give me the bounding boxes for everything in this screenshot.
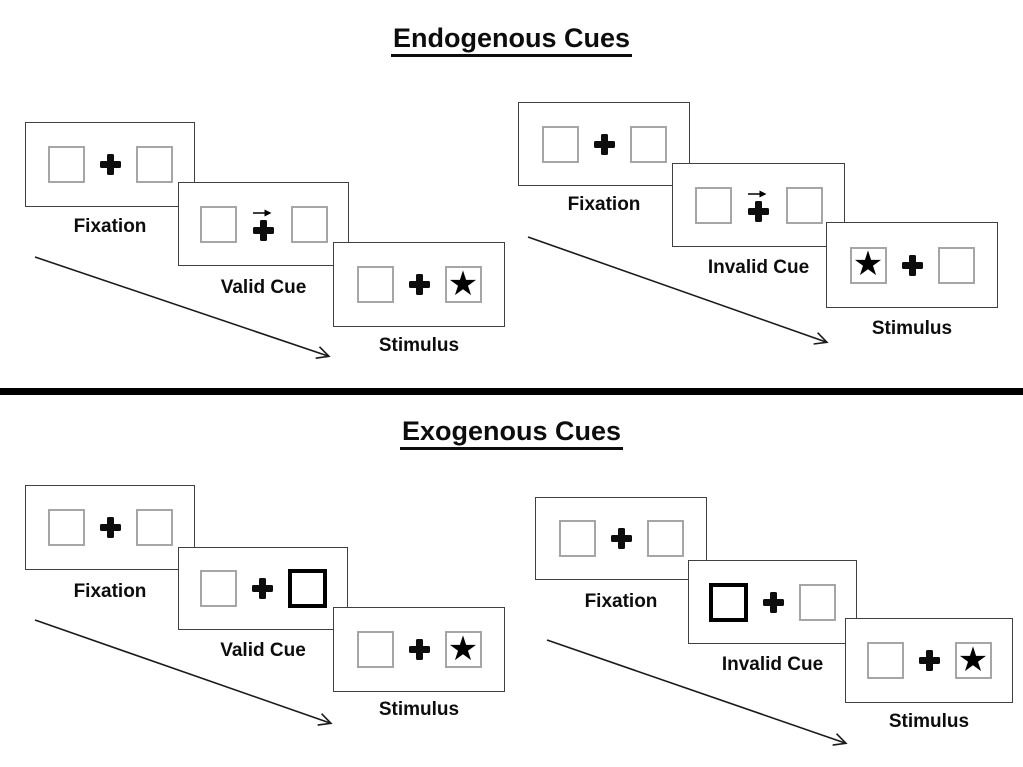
fixation-cross-icon xyxy=(99,154,121,175)
stimulus-card-label: Stimulus xyxy=(378,699,460,720)
section-divider xyxy=(0,388,1023,395)
invalid-cue-card xyxy=(688,560,857,644)
valid-cue-card xyxy=(178,182,349,266)
placeholder-box-right xyxy=(290,205,328,243)
fixation-card xyxy=(25,485,195,570)
invalid-cue-card-label: Invalid Cue xyxy=(707,257,810,278)
target-box-right: ★ xyxy=(444,628,482,669)
placeholder-box-left xyxy=(356,266,394,303)
timeline-arrow xyxy=(527,236,829,345)
fixation-point xyxy=(593,133,615,155)
timeline-arrow xyxy=(34,619,333,726)
stimulus-card-label: Stimulus xyxy=(378,335,460,356)
stimulus-card-label: Stimulus xyxy=(871,318,953,339)
invalid-cue-card xyxy=(672,163,845,247)
cue-highlight-box-left xyxy=(709,582,748,622)
placeholder-box-left xyxy=(558,520,596,557)
cue-highlight-box-right xyxy=(287,569,327,608)
central-cue xyxy=(747,189,771,222)
valid-cue-card-label: Valid Cue xyxy=(220,277,307,298)
timeline-arrow xyxy=(546,639,848,746)
fixation-cross-icon xyxy=(251,578,273,599)
valid-cue-card-label: Valid Cue xyxy=(220,640,306,661)
target-box-right: ★ xyxy=(444,263,482,304)
central-cue xyxy=(252,208,276,241)
invalid-cue-card-label: Invalid Cue xyxy=(721,654,824,675)
target-box-right: ★ xyxy=(954,639,992,680)
fixation-cross-icon xyxy=(99,517,121,538)
fixation-point xyxy=(99,517,121,538)
star-icon: ★ xyxy=(852,244,884,284)
stimulus-card-label: Stimulus xyxy=(888,711,970,732)
placeholder-box-left xyxy=(47,509,85,546)
placeholder-box-right xyxy=(629,125,667,163)
fixation-cross-icon xyxy=(593,133,615,155)
cue-arrow-right-icon xyxy=(252,209,271,216)
exogenous-title-text: Exogenous Cues xyxy=(399,416,624,450)
fixation-cross-icon xyxy=(253,219,274,241)
placeholder-box-right xyxy=(937,246,975,284)
placeholder-box-left xyxy=(47,146,85,183)
fixation-point xyxy=(408,639,430,660)
fixation-point xyxy=(610,528,632,549)
timeline-arrow xyxy=(34,256,331,359)
stimulus-card: ★ xyxy=(333,607,505,692)
fixation-cross-icon xyxy=(610,528,632,549)
valid-cue-card xyxy=(178,547,348,630)
fixation-cross-icon xyxy=(901,254,923,276)
placeholder-box-right xyxy=(785,186,823,224)
fixation-point xyxy=(763,591,784,613)
endogenous-section-title: Endogenous Cues xyxy=(0,22,1023,57)
target-box-left: ★ xyxy=(849,244,887,284)
fixation-point xyxy=(918,650,940,671)
placeholder-box-left xyxy=(199,570,237,607)
fixation-card-label: Fixation xyxy=(567,194,641,215)
placeholder-box-left xyxy=(541,125,579,163)
placeholder-box-right xyxy=(799,583,836,621)
fixation-cross-icon xyxy=(408,639,430,660)
placeholder-box-left xyxy=(356,631,394,668)
fixation-card-label: Fixation xyxy=(584,591,658,612)
exogenous-section-title: Exogenous Cues xyxy=(0,415,1023,450)
placeholder-box-left xyxy=(199,205,237,243)
fixation-cross-icon xyxy=(748,200,769,222)
fixation-card-label: Fixation xyxy=(73,216,147,237)
placeholder-box-left xyxy=(694,186,732,224)
fixation-card xyxy=(518,102,690,186)
placeholder-box-left xyxy=(866,642,904,679)
fixation-point xyxy=(99,154,121,175)
cue-arrow-right-icon xyxy=(747,190,766,197)
placeholder-box-right xyxy=(135,146,173,183)
stimulus-card: ★ xyxy=(826,222,998,308)
fixation-card xyxy=(25,122,195,207)
placeholder-box-right xyxy=(135,509,173,546)
fixation-point xyxy=(408,274,430,295)
fixation-point xyxy=(901,254,923,276)
fixation-point xyxy=(251,578,273,599)
fixation-cross-icon xyxy=(918,650,940,671)
endogenous-title-text: Endogenous Cues xyxy=(390,23,632,57)
stimulus-card: ★ xyxy=(845,618,1013,703)
fixation-cross-icon xyxy=(763,591,784,613)
star-icon: ★ xyxy=(957,639,989,680)
star-icon: ★ xyxy=(447,628,479,669)
fixation-cross-icon xyxy=(408,274,430,295)
fixation-card xyxy=(535,497,707,580)
fixation-card-label: Fixation xyxy=(73,581,147,602)
stimulus-card: ★ xyxy=(333,242,505,327)
placeholder-box-right xyxy=(646,520,684,557)
star-icon: ★ xyxy=(447,263,479,304)
